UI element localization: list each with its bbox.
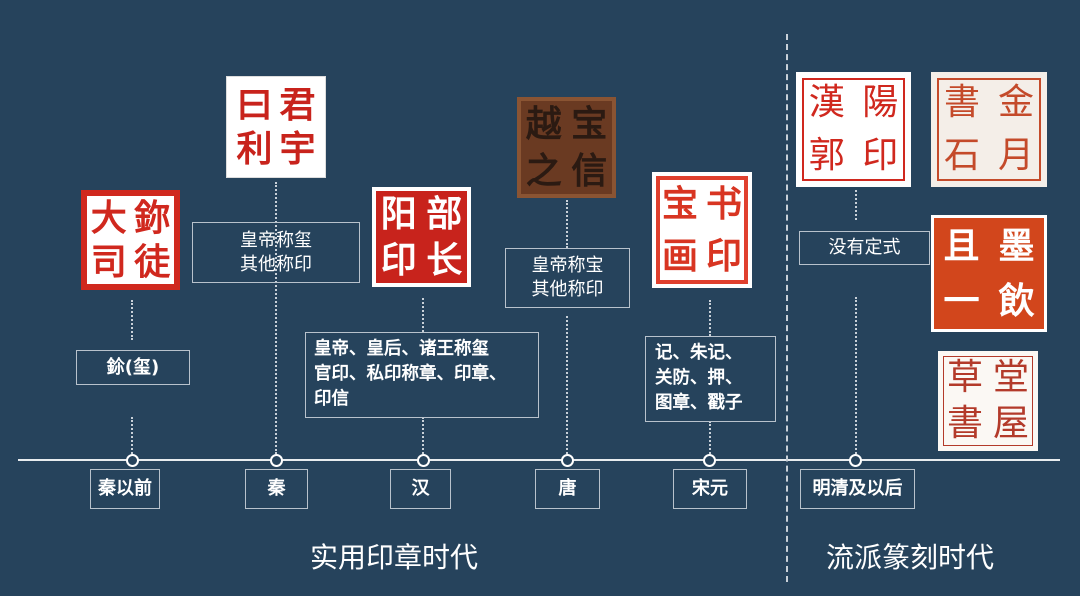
seal-character: 大 bbox=[90, 197, 127, 239]
note-song-yuan: 记、朱记、 关防、押、 图章、戳子 bbox=[645, 336, 776, 422]
seal-character: 曰 bbox=[236, 84, 273, 126]
period-label-song-yuan: 宋元 bbox=[673, 469, 747, 509]
note-pre-qin: 鉩(玺) bbox=[76, 350, 190, 385]
seal-character: 月 bbox=[997, 135, 1034, 177]
seal-character: 金 bbox=[997, 81, 1034, 123]
seal-character: 长 bbox=[426, 239, 463, 281]
connector bbox=[566, 316, 568, 454]
note-line: 图章、戳子 bbox=[655, 393, 743, 413]
note-line: 其他称印 bbox=[531, 279, 604, 300]
timeline-node-pre-qin bbox=[126, 454, 139, 467]
connector bbox=[131, 417, 133, 454]
period-label-ming-qing: 明清及以后 bbox=[800, 469, 915, 509]
note-line: 皇帝称玺 bbox=[240, 229, 312, 251]
period-label-text: 秦以前 bbox=[98, 478, 152, 499]
period-label-pre-qin: 秦以前 bbox=[90, 469, 160, 509]
seal-character: 墨 bbox=[998, 224, 1035, 267]
seal-character: 且 bbox=[943, 224, 980, 267]
note-line: 其他称印 bbox=[240, 253, 312, 275]
note-tang: 皇帝称宝 其他称印 bbox=[505, 248, 630, 308]
period-label-han: 汉 bbox=[390, 469, 451, 509]
seal-character: 宇 bbox=[279, 128, 316, 170]
seal-image-ming-qing-3: 且墨一飲 bbox=[931, 215, 1047, 332]
seal-character: 徒 bbox=[134, 241, 171, 283]
connector bbox=[709, 300, 711, 336]
period-label-qin: 秦 bbox=[245, 469, 308, 509]
seal-image-ming-qing-4: 草堂書屋 bbox=[938, 351, 1038, 451]
seal-character: 君 bbox=[279, 84, 316, 126]
seal-character: 書 bbox=[946, 403, 983, 444]
period-label-tang: 唐 bbox=[535, 469, 600, 509]
connector bbox=[275, 182, 277, 454]
seal-character: 印 bbox=[380, 239, 417, 281]
timeline-node-han bbox=[417, 454, 430, 467]
era-title-practical: 实用印章时代 bbox=[310, 541, 479, 574]
seal-character: 画 bbox=[661, 235, 698, 277]
period-label-text: 汉 bbox=[411, 478, 430, 499]
note-line: 皇帝称宝 bbox=[531, 255, 604, 276]
seal-character: 印 bbox=[862, 135, 899, 177]
note-line: 官印、私印称章、印章、 bbox=[314, 364, 507, 384]
seal-character: 利 bbox=[236, 128, 273, 170]
note-text: 没有定式 bbox=[828, 237, 901, 258]
timeline-axis bbox=[18, 459, 1060, 461]
connector bbox=[855, 190, 857, 220]
period-label-text: 明清及以后 bbox=[812, 478, 903, 499]
seal-character: 宝 bbox=[571, 103, 608, 146]
note-han: 皇帝、皇后、诸王称玺 官印、私印称章、印章、 印信 bbox=[305, 332, 539, 418]
note-line: 关防、押、 bbox=[655, 368, 743, 388]
era-divider bbox=[786, 34, 788, 582]
note-line: 皇帝、皇后、诸王称玺 bbox=[314, 339, 489, 359]
seal-character: 部 bbox=[426, 193, 463, 235]
period-label-text: 宋元 bbox=[692, 478, 728, 499]
connector bbox=[422, 298, 424, 332]
note-line: 印信 bbox=[314, 389, 349, 409]
seal-image-ming-qing-1: 漢陽郭印 bbox=[796, 72, 911, 187]
timeline-node-tang bbox=[561, 454, 574, 467]
connector bbox=[131, 300, 133, 340]
seal-character: 飲 bbox=[998, 280, 1035, 323]
timeline-node-ming-qing bbox=[849, 454, 862, 467]
connector bbox=[422, 417, 424, 454]
connector bbox=[709, 421, 711, 454]
seal-character: 书 bbox=[705, 183, 742, 225]
seal-character: 阳 bbox=[380, 193, 417, 235]
seal-character: 草 bbox=[946, 357, 983, 398]
seal-character: 越 bbox=[525, 103, 562, 146]
seal-image-ming-qing-2: 書金石月 bbox=[931, 72, 1047, 187]
note-ming-qing: 没有定式 bbox=[799, 231, 930, 265]
seal-image-song-yuan: 宝书画印 bbox=[652, 172, 752, 288]
period-label-text: 唐 bbox=[558, 478, 577, 499]
seal-character: 鉨 bbox=[134, 197, 171, 239]
era-title-schools: 流派篆刻时代 bbox=[826, 541, 995, 574]
seal-character: 陽 bbox=[862, 81, 899, 123]
connector bbox=[855, 297, 857, 454]
seal-character: 書 bbox=[943, 81, 980, 123]
seal-image-pre-qin: 大鉨司徒 bbox=[81, 190, 180, 290]
seal-character: 屋 bbox=[992, 403, 1029, 444]
seal-character: 郭 bbox=[808, 135, 845, 177]
seal-character: 司 bbox=[90, 241, 127, 283]
period-label-text: 秦 bbox=[267, 478, 286, 499]
seal-image-tang: 越宝之信 bbox=[517, 97, 616, 198]
seal-character: 石 bbox=[943, 135, 980, 177]
note-text: 鉩(玺) bbox=[106, 356, 160, 378]
timeline-node-song-yuan bbox=[703, 454, 716, 467]
timeline-node-qin bbox=[270, 454, 283, 467]
seal-character: 信 bbox=[571, 149, 608, 192]
seal-character: 之 bbox=[525, 149, 562, 192]
note-qin: 皇帝称玺 其他称印 bbox=[192, 222, 360, 283]
seal-image-han: 阳部印长 bbox=[372, 187, 471, 287]
connector bbox=[566, 200, 568, 248]
seal-character: 宝 bbox=[661, 183, 698, 225]
note-line: 记、朱记、 bbox=[655, 343, 743, 363]
seal-character: 堂 bbox=[992, 357, 1029, 398]
seal-image-qin: 曰君利宇 bbox=[226, 76, 326, 178]
seal-character: 一 bbox=[943, 280, 980, 323]
seal-character: 印 bbox=[705, 235, 742, 277]
seal-character: 漢 bbox=[808, 81, 845, 123]
